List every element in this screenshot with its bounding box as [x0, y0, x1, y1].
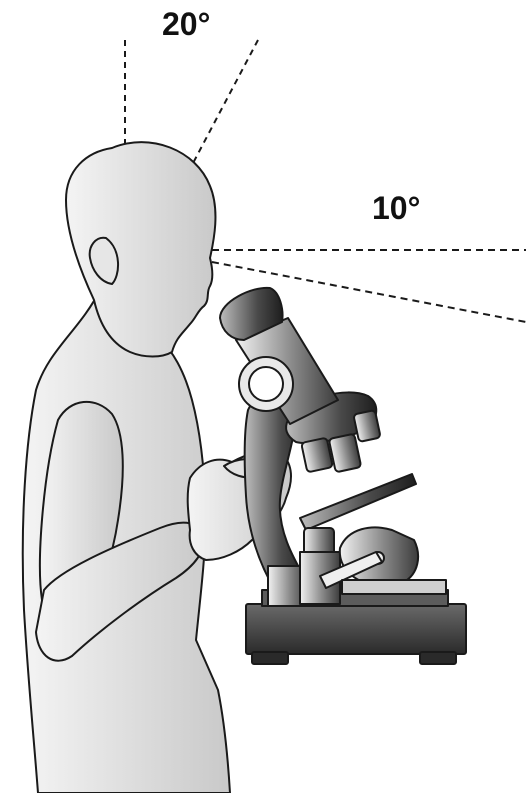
neck-angle-label: 20° — [162, 8, 210, 40]
microscope-stage — [300, 474, 416, 530]
eye-angle-label: 10° — [372, 192, 420, 224]
objective-3 — [353, 410, 380, 442]
objective-2 — [329, 434, 362, 473]
objective-1 — [301, 438, 333, 473]
sample-platform — [342, 580, 446, 594]
microscope-base — [246, 604, 466, 654]
focus-ring-inner — [249, 367, 283, 401]
microscope — [220, 288, 466, 664]
base-foot-left — [252, 652, 288, 664]
base-foot-right — [420, 652, 456, 664]
